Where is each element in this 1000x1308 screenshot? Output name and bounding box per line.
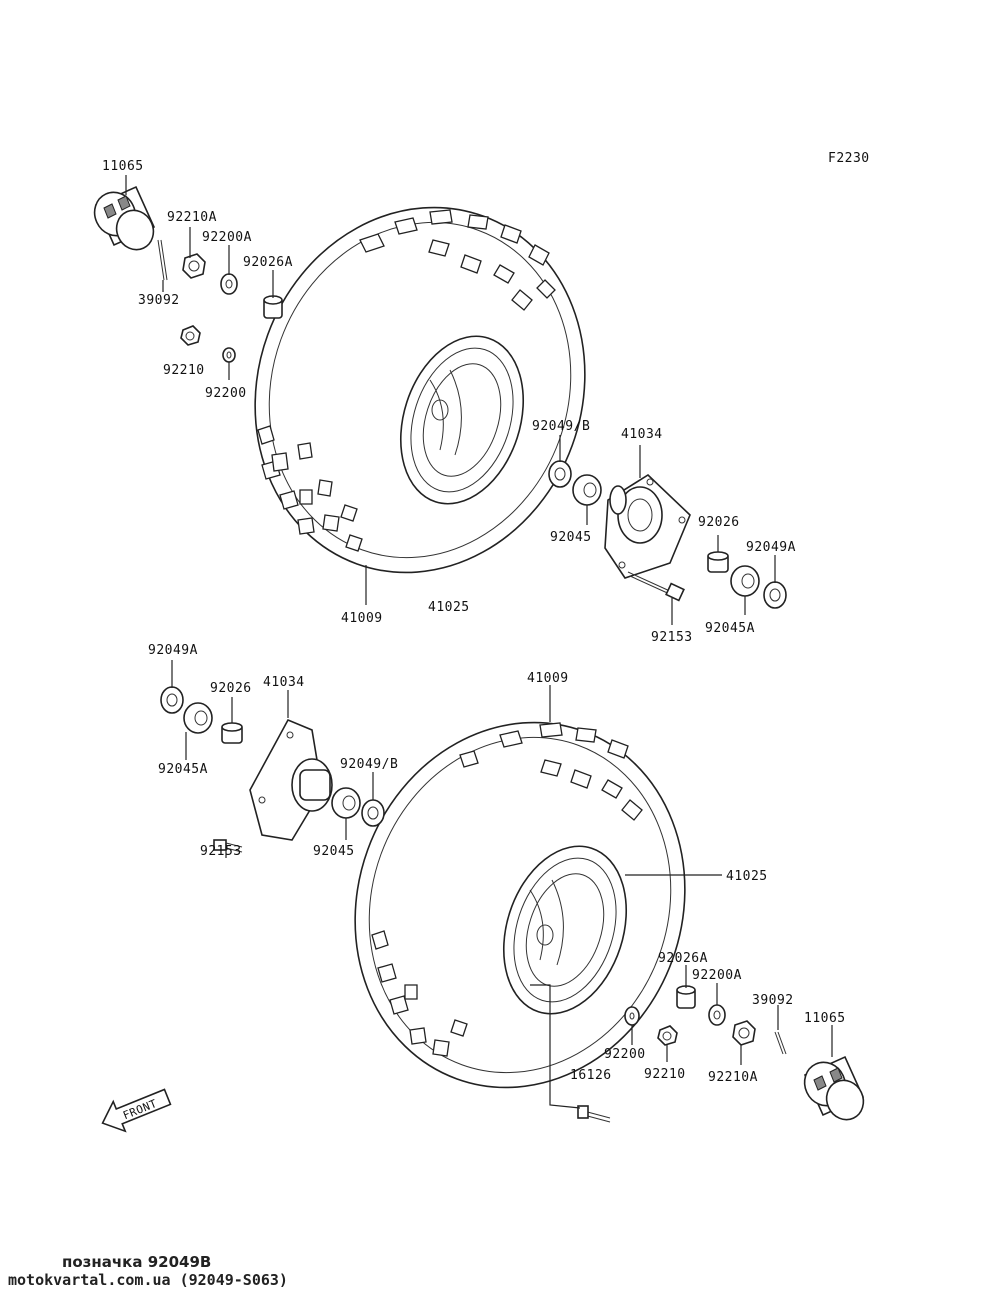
label-92026A-top: 92026A [243,255,293,270]
bottom-cotter-pin-39092 [774,1031,787,1055]
figure-code: F2230 [828,151,870,166]
top-seal-92049A [763,581,787,609]
top-bolt-92153 [627,571,685,602]
label-92026A-bottom: 92026A [658,951,708,966]
label-92210-bottom: 92210 [644,1067,686,1082]
bottom-nut-92210 [657,1025,678,1046]
bottom-seal-92049A [160,686,184,714]
label-16126-bottom: 16126 [570,1068,612,1083]
label-92049B-bottom: 92049/B [340,757,398,772]
bottom-bearing-92045A [183,702,213,734]
bottom-tire [354,721,686,1089]
bottom-hub-cap-11065 [803,1055,865,1121]
label-11065-bottom: 11065 [804,1011,846,1026]
label-41034-top: 41034 [621,427,663,442]
bottom-hub-41034 [249,718,333,841]
label-39092-bottom: 39092 [752,993,794,1008]
label-92200A-bottom: 92200A [692,968,742,983]
top-washer-92200 [222,347,236,363]
label-11065-top: 11065 [102,159,144,174]
label-39092-top: 39092 [138,293,180,308]
label-92200-bottom: 92200 [604,1047,646,1062]
top-nut-92210 [180,325,201,346]
bottom-nut-92210A [732,1020,756,1046]
label-92210A-bottom: 92210A [708,1070,758,1085]
front-arrow-icon: FRONT [101,1088,172,1133]
label-92153-bottom: 92153 [200,844,242,859]
bottom-seal-92049B [361,799,385,827]
label-41034-bottom: 41034 [263,675,305,690]
label-92049B-top: 92049/B [532,419,590,434]
label-92200A-top: 92200A [202,230,252,245]
label-92026-top: 92026 [698,515,740,530]
footer-reference: позначка 92049B [62,1253,212,1271]
label-92210A-top: 92210A [167,210,217,225]
bottom-bearing-92045 [331,787,361,819]
top-nut-92210A [182,253,206,279]
footer-site-watermark: motokvartal.com.ua (92049-S063) [8,1271,288,1289]
label-92153-top: 92153 [651,630,693,645]
label-41009-bottom: 41009 [527,671,569,686]
bottom-washer-92200 [624,1006,640,1026]
top-hub-41034 [604,473,691,579]
label-92026-bottom: 92026 [210,681,252,696]
top-seal-92049B [548,460,572,488]
bottom-washer-92200A [708,1004,726,1026]
label-92045-top: 92045 [550,530,592,545]
label-92045A-bottom: 92045A [158,762,208,777]
bottom-spacer-92026 [221,722,243,744]
label-92210-top: 92210 [163,363,205,378]
bottom-valve-16126 [577,1105,611,1123]
top-tire [254,206,586,574]
top-bearing-92045A [730,565,760,597]
top-spacer-92026A [263,295,283,319]
label-92200-top: 92200 [205,386,247,401]
label-41025-bottom: 41025 [726,869,768,884]
label-92045-bottom: 92045 [313,844,355,859]
label-92045A-top: 92045A [705,621,755,636]
top-cotter-pin-39092 [157,239,168,281]
top-bearing-92045 [572,474,602,506]
label-92049A-top: 92049A [746,540,796,555]
label-92049A-bottom: 92049A [148,643,198,658]
bottom-spacer-92026A [676,985,696,1009]
top-spacer-92026 [707,551,729,573]
top-hub-cap-11065 [93,185,156,251]
top-washer-92200A [220,273,238,295]
label-41009-top: 41009 [341,611,383,626]
label-41025-top: 41025 [428,600,470,615]
